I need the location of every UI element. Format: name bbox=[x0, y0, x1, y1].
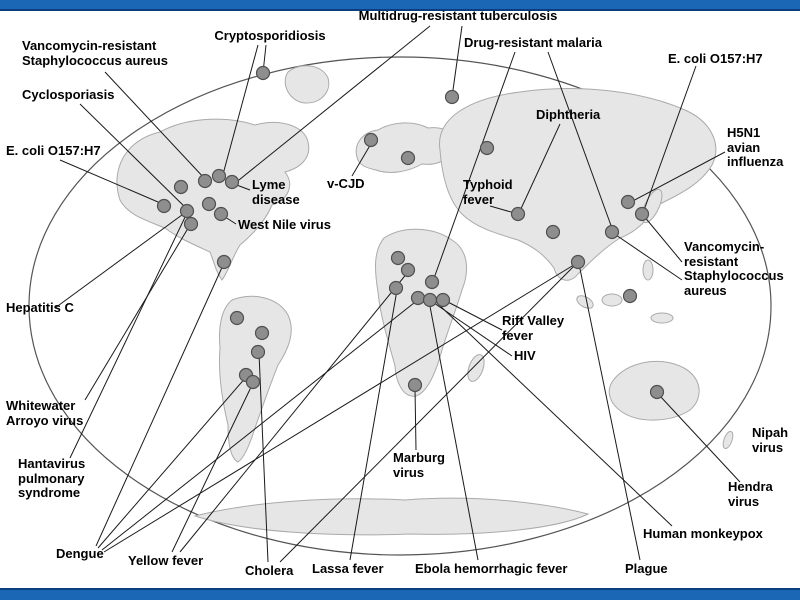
disease-dot bbox=[649, 384, 665, 400]
leader-line bbox=[171, 382, 254, 553]
leader-line bbox=[233, 25, 431, 185]
disease-dot bbox=[245, 374, 261, 390]
leader-line bbox=[351, 141, 373, 177]
disease-dot bbox=[388, 280, 404, 296]
disease-dot bbox=[183, 216, 199, 232]
continents bbox=[116, 65, 734, 536]
island-sumatra bbox=[576, 295, 594, 309]
island-philippines bbox=[642, 259, 654, 281]
disease-dot bbox=[173, 179, 189, 195]
leader-line bbox=[642, 65, 697, 214]
disease-dot bbox=[570, 254, 586, 270]
disease-dot bbox=[510, 206, 526, 222]
leader-line bbox=[628, 151, 726, 204]
disease-dot bbox=[363, 132, 379, 148]
disease-dot bbox=[179, 203, 195, 219]
disease-dot bbox=[435, 292, 451, 308]
leader-line bbox=[547, 51, 614, 232]
leader-line bbox=[95, 262, 225, 547]
leader-lines bbox=[54, 25, 741, 563]
top-border-bar bbox=[0, 0, 800, 11]
leader-line bbox=[578, 263, 641, 561]
leader-line bbox=[97, 375, 248, 549]
leader-line bbox=[258, 352, 269, 563]
leader-line bbox=[59, 159, 166, 206]
disease-dot bbox=[422, 292, 438, 308]
disease-dot bbox=[211, 168, 227, 184]
disease-dot bbox=[250, 344, 266, 360]
disease-dot bbox=[213, 206, 229, 222]
leader-line bbox=[179, 271, 409, 553]
disease-dot bbox=[620, 194, 636, 210]
leader-line bbox=[642, 214, 683, 263]
leader-line bbox=[435, 301, 673, 527]
disease-dot bbox=[400, 262, 416, 278]
continent-asia bbox=[439, 88, 717, 281]
disease-dot bbox=[216, 254, 232, 270]
leader-line bbox=[518, 123, 561, 214]
disease-dots bbox=[156, 65, 665, 400]
disease-dot bbox=[400, 150, 416, 166]
island-borneo bbox=[601, 293, 623, 307]
island-new-guinea bbox=[650, 312, 674, 324]
leader-line bbox=[279, 262, 578, 563]
leader-line bbox=[221, 44, 259, 179]
leader-line bbox=[54, 211, 187, 309]
leader-line bbox=[451, 25, 463, 98]
leader-line bbox=[428, 300, 479, 561]
bottom-border-bar bbox=[0, 588, 800, 600]
disease-dot bbox=[604, 224, 620, 240]
disease-dot bbox=[407, 377, 423, 393]
disease-dot bbox=[197, 173, 213, 189]
leader-line bbox=[69, 212, 188, 459]
continent-antarctica bbox=[193, 497, 590, 536]
disease-dot bbox=[224, 174, 240, 190]
leader-line bbox=[103, 262, 578, 553]
leader-line bbox=[443, 299, 503, 331]
continent-africa bbox=[375, 228, 468, 397]
island-new-zealand bbox=[722, 430, 734, 450]
disease-dot bbox=[545, 224, 561, 240]
continent-greenland bbox=[284, 65, 330, 104]
disease-dot bbox=[634, 206, 650, 222]
disease-dot bbox=[410, 290, 426, 306]
leader-line bbox=[101, 298, 420, 551]
disease-dot bbox=[390, 250, 406, 266]
leader-line bbox=[612, 232, 683, 281]
leader-line bbox=[349, 289, 398, 561]
disease-dot bbox=[201, 196, 217, 212]
leader-line bbox=[414, 387, 417, 451]
leader-line bbox=[432, 51, 516, 282]
leader-line bbox=[104, 71, 207, 181]
disease-dot bbox=[255, 65, 271, 81]
disease-dot bbox=[254, 325, 270, 341]
disease-dot bbox=[229, 310, 245, 326]
leader-line bbox=[79, 103, 189, 211]
disease-dot bbox=[622, 288, 638, 304]
disease-dot bbox=[156, 198, 172, 214]
island-madagascar bbox=[467, 354, 485, 382]
disease-dot bbox=[424, 274, 440, 290]
leader-line bbox=[84, 224, 191, 401]
disease-dot bbox=[444, 89, 460, 105]
leader-line bbox=[659, 395, 741, 483]
disease-dot bbox=[479, 140, 495, 156]
